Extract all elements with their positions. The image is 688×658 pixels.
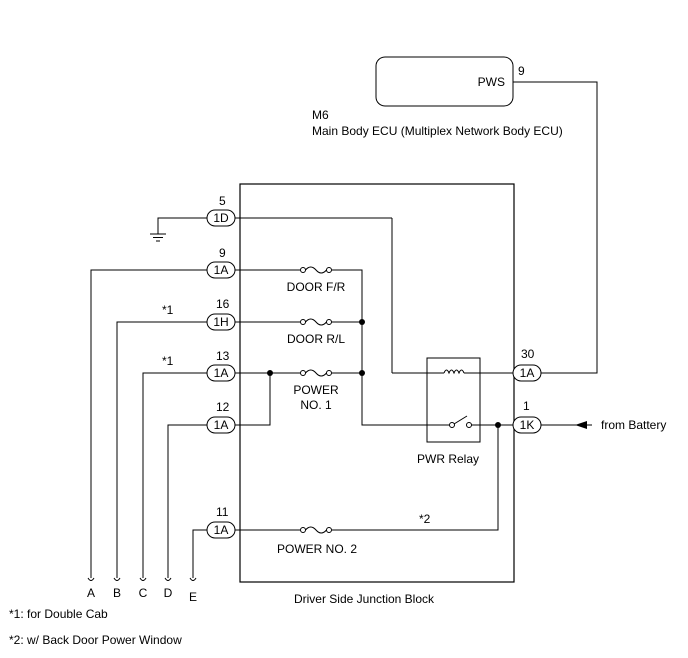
terminal-b: B	[113, 586, 121, 600]
svg-text:1A: 1A	[214, 523, 229, 537]
svg-text:1A: 1A	[214, 263, 229, 277]
connector-1a-9: 1A	[206, 261, 236, 279]
junction-block-name: Driver Side Junction Block	[294, 592, 435, 606]
note-power2: *2	[419, 512, 431, 526]
battery-arrow-icon	[575, 421, 587, 429]
junction-block-box	[239, 183, 515, 583]
fuse-power-no1-label-1: POWER	[293, 383, 339, 397]
terminal-d: D	[164, 586, 173, 600]
svg-text:1A: 1A	[214, 366, 229, 380]
connector-1h: 1H	[206, 313, 236, 331]
fuse-door-rl-label: DOOR R/L	[287, 332, 345, 346]
battery-label: from Battery	[601, 418, 666, 432]
terminal-e: E	[189, 590, 197, 604]
fuse-door-fr-label: DOOR F/R	[287, 280, 346, 294]
terminal-c: C	[139, 586, 148, 600]
pin-5: 5	[219, 194, 226, 208]
connector-1d: 1D	[206, 209, 236, 227]
ecu-name: Main Body ECU (Multiplex Network Body EC…	[312, 124, 563, 138]
pws-label: PWS	[478, 75, 505, 89]
junction-dots	[267, 319, 501, 428]
fuse-power-no1	[300, 369, 332, 377]
connector-1k: 1K	[512, 416, 542, 434]
connector-1a-12: 1A	[206, 416, 236, 434]
footnote-2: *2: w/ Back Door Power Window	[9, 633, 182, 647]
pin-11: 11	[216, 505, 229, 519]
svg-text:1A: 1A	[520, 366, 535, 380]
pin-16: 16	[216, 297, 230, 311]
footnote-1: *1: for Double Cab	[9, 607, 108, 621]
svg-text:1D: 1D	[213, 211, 229, 225]
pin-13: 13	[216, 349, 230, 363]
pin-9: 9	[219, 246, 226, 260]
svg-text:1K: 1K	[520, 418, 535, 432]
pin-12: 12	[216, 400, 230, 414]
svg-text:1H: 1H	[213, 315, 228, 329]
svg-text:1A: 1A	[214, 418, 229, 432]
terminal-marks	[87, 577, 197, 581]
pwr-relay	[426, 357, 481, 443]
wires	[90, 81, 598, 578]
fuse-power-no2-label: POWER NO. 2	[277, 542, 357, 556]
relay-label: PWR Relay	[417, 452, 479, 466]
fuse-power-no2	[300, 526, 332, 534]
note-13: *1	[162, 354, 174, 368]
terminal-a: A	[87, 586, 95, 600]
connector-1a-30: 1A	[512, 364, 542, 382]
fuse-power-no1-label-2: NO. 1	[300, 398, 332, 412]
connector-1a-13: 1A	[206, 364, 236, 382]
pws-pin: 9	[518, 64, 525, 78]
connector-1a-11: 1A	[206, 521, 236, 539]
pin-30: 30	[521, 347, 535, 361]
ecu-code: M6	[312, 108, 329, 122]
note-1h: *1	[162, 303, 174, 317]
fuse-door-fr	[300, 266, 332, 274]
pin-1: 1	[523, 399, 530, 413]
fuse-door-rl	[300, 318, 332, 326]
